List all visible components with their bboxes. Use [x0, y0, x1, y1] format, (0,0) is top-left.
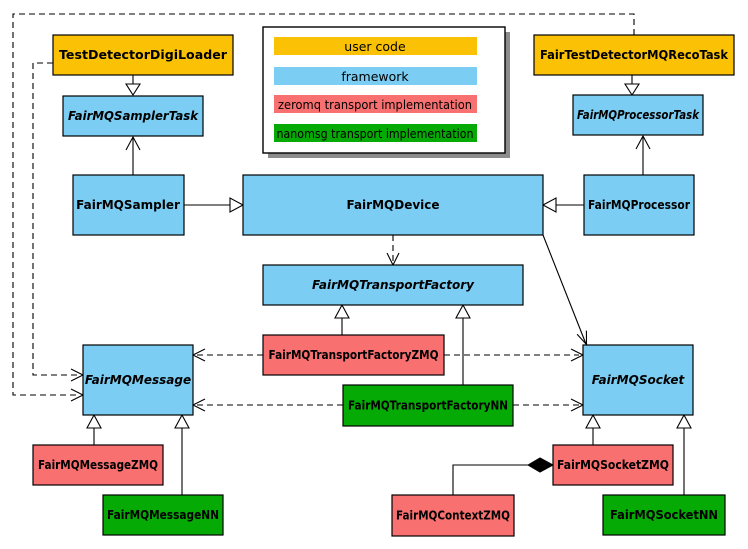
hollow-triangle-icon	[86, 413, 102, 429]
edge-arrow-fairmqdevice-fairmqsocket	[542, 234, 588, 346]
edge-inh-fairmqsampler-fairmqdevice	[184, 197, 245, 213]
edge-arrow-fairmqsampler-fairmqsamplertask	[125, 135, 141, 175]
node-fairmqsocketzmq: FairMQSocketZMQ	[552, 444, 674, 486]
node-label: FairMQTransportFactory	[312, 278, 475, 292]
hollow-triangle-icon	[229, 197, 245, 213]
edge-inh-fairmqsocketnn-fairmqsocket	[676, 413, 692, 495]
hollow-triangle-icon	[455, 303, 471, 319]
node-fairmqsocketnn: FairMQSocketNN	[602, 494, 726, 536]
node-fairmqmessage: FairMQMessage	[82, 344, 194, 416]
node-fairmqprocessor: FairMQProcessor	[583, 174, 695, 236]
legend-label: user code	[344, 39, 406, 54]
legend-item-nanomsg: nanomsg transport implementation	[274, 124, 477, 142]
hollow-triangle-icon	[334, 303, 350, 319]
legend-swatch-zeromq	[274, 95, 477, 113]
edge-inh-fairmqprocessor-fairmqdevice	[541, 197, 584, 213]
open-arrowhead-icon	[635, 134, 651, 150]
edge-inh-testdetectordigiloader-fairmqsamplertask	[124, 75, 142, 97]
node-fairmqtransportfactorynn: FairMQTransportFactoryNN	[342, 384, 514, 427]
node-label: FairMQTransportFactoryNN	[348, 399, 508, 413]
node-label: FairMQProcessor	[588, 198, 690, 212]
edge-comp-fairmqcontextzmq-fairmqsocketzmq	[452, 457, 555, 495]
edge-dep-fairmqdevice-fairmqtransportfactory	[386, 235, 400, 267]
hollow-triangle-icon	[585, 413, 601, 429]
edge-inh-fairtestdetectormqrecotask-fairmqprocessortask	[623, 75, 641, 97]
hollow-triangle-icon	[676, 413, 692, 429]
legend-swatch-nanomsg	[274, 124, 477, 142]
node-label: TestDetectorDigiLoader	[59, 48, 227, 62]
edge-dep-fairmqtransportfactoryzmq-fairmqmessage	[191, 348, 263, 362]
legend-label: zeromq transport implementation	[278, 97, 472, 112]
node-label: FairMQProcessorTask	[577, 108, 700, 122]
node-fairmqtransportfactoryzmq: FairMQTransportFactoryZMQ	[262, 334, 445, 376]
edge-dep-fairmqtransportfactorynn-fairmqmessage	[191, 398, 343, 412]
node-label: FairMQDevice	[346, 198, 439, 212]
legend: user code framework zeromq transport imp…	[262, 26, 510, 158]
node-label: FairMQSocket	[592, 373, 686, 387]
node-fairmqsocket: FairMQSocket	[582, 344, 694, 416]
edge-dep-fairmqtransportfactoryzmq-fairmqsocket	[444, 348, 585, 362]
hollow-triangle-icon	[174, 413, 190, 429]
node-label: FairMQSocketZMQ	[557, 458, 669, 472]
hollow-triangle-icon	[623, 83, 641, 97]
hollow-triangle-icon	[541, 197, 557, 213]
node-label: FairTestDetectorMQRecoTask	[540, 48, 729, 62]
node-label: FairMQSampler	[76, 198, 180, 212]
legend-item-user-code: user code	[274, 37, 477, 55]
node-label: FairMQTransportFactoryZMQ	[269, 348, 439, 362]
node-fairmqprocessortask: FairMQProcessorTask	[572, 94, 704, 136]
node-fairtestdetectormqrecotask: FairTestDetectorMQRecoTask	[533, 34, 735, 76]
node-fairmqdevice: FairMQDevice	[242, 174, 544, 236]
node-testdetectordigiloader: TestDetectorDigiLoader	[52, 34, 234, 76]
edge-dep-fairmqtransportfactorynn-fairmqsocket	[513, 398, 585, 412]
legend-swatch-user-code	[274, 37, 477, 55]
node-fairmqmessagezmq: FairMQMessageZMQ	[32, 444, 164, 486]
edge-arrow-fairmqprocessor-fairmqprocessortask	[635, 134, 651, 175]
open-arrowhead-icon	[125, 135, 141, 151]
legend-label: framework	[341, 69, 409, 84]
node-fairmqcontextzmq: FairMQContextZMQ	[391, 494, 515, 537]
node-fairmqtransportfactory: FairMQTransportFactory	[262, 264, 524, 306]
node-fairmqsampler: FairMQSampler	[72, 174, 185, 236]
edge-inh-fairmqmessagenn-fairmqmessage	[174, 413, 190, 495]
node-label: FairMQSocketNN	[610, 508, 718, 522]
legend-label: nanomsg transport implementation	[277, 126, 474, 141]
node-label: FairMQMessageNN	[107, 508, 219, 522]
node-label: FairMQMessageZMQ	[38, 458, 158, 472]
hollow-triangle-icon	[124, 83, 142, 97]
edge-inh-fairmqtransportfactoryzmq-fairmqtransportfactory	[334, 303, 350, 335]
node-label: FairMQMessage	[85, 373, 191, 387]
edge-inh-fairmqsocketzmq-fairmqsocket	[585, 413, 601, 445]
edge-inh-fairmqtransportfactorynn-fairmqtransportfactory	[455, 303, 471, 385]
edge-inh-fairmqmessagezmq-fairmqmessage	[86, 413, 102, 445]
legend-swatch-framework	[274, 67, 477, 85]
node-label: FairMQSamplerTask	[68, 109, 199, 123]
filled-diamond-icon	[527, 457, 555, 473]
node-label: FairMQContextZMQ	[396, 509, 510, 523]
legend-item-framework: framework	[274, 67, 477, 85]
node-fairmqsamplertask: FairMQSamplerTask	[62, 95, 204, 137]
node-fairmqmessagenn: FairMQMessageNN	[102, 494, 224, 536]
legend-item-zeromq: zeromq transport implementation	[274, 95, 477, 113]
